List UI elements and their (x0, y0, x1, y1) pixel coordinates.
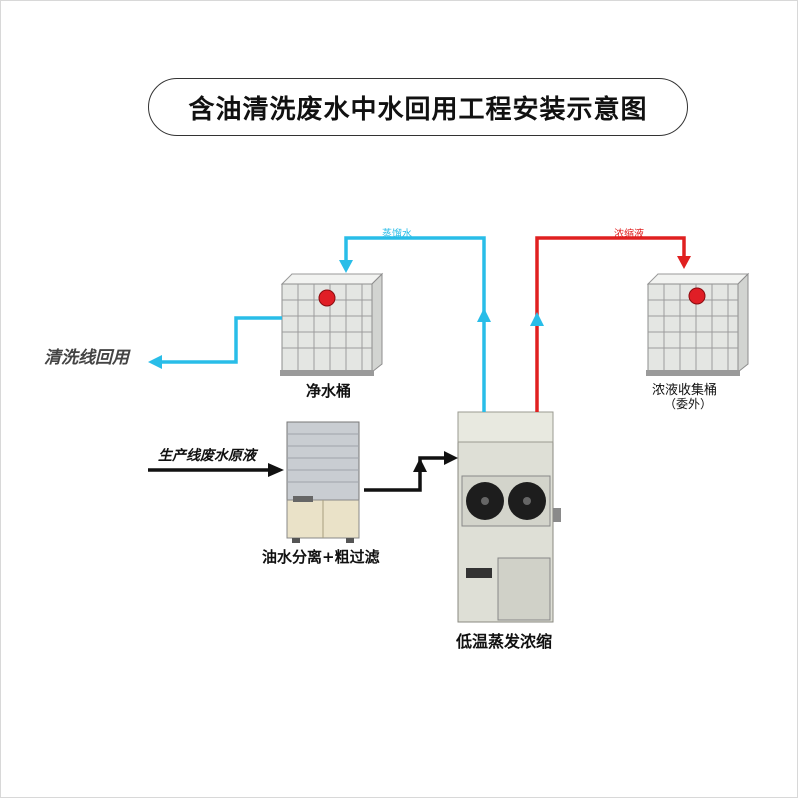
label-reuse-line: 清洗线回用 (44, 348, 129, 368)
label-raw-wastewater: 生产线废水原液 (158, 448, 256, 464)
separator-unit (286, 421, 360, 543)
arrow-icon (268, 463, 284, 477)
arrow-icon (530, 312, 544, 326)
separator-to-evaporator-line (364, 456, 446, 492)
arrow-icon (444, 451, 458, 465)
distilled-water-line (344, 236, 486, 412)
arrow-icon (148, 355, 162, 369)
arrow-icon (477, 308, 491, 322)
tank-cap-icon (688, 287, 706, 305)
label-separator: 油水分离+粗过滤 (262, 548, 380, 566)
concentrate-tank (646, 272, 750, 376)
label-distilled-water: 蒸馏水 (382, 229, 412, 240)
cabinet-door (497, 557, 551, 621)
arrow-icon (413, 458, 427, 472)
evaporator-unit (457, 411, 561, 623)
label-concentrate-tank-note: （委外） (664, 397, 713, 411)
clean-water-tank (280, 272, 384, 376)
label-clean-tank: 净水桶 (306, 382, 352, 400)
control-panel (466, 568, 492, 578)
label-concentrate-tank: 浓液收集桶 (652, 383, 718, 398)
tank-cap-icon (318, 289, 336, 307)
reuse-line (160, 316, 282, 364)
label-concentrate: 浓缩液 (614, 229, 644, 240)
arrow-icon (677, 256, 691, 269)
label-evaporator: 低温蒸发浓缩 (456, 632, 553, 651)
page-title: 含油清洗废水中水回用工程安装示意图 (148, 78, 688, 136)
arrow-icon (339, 260, 353, 273)
